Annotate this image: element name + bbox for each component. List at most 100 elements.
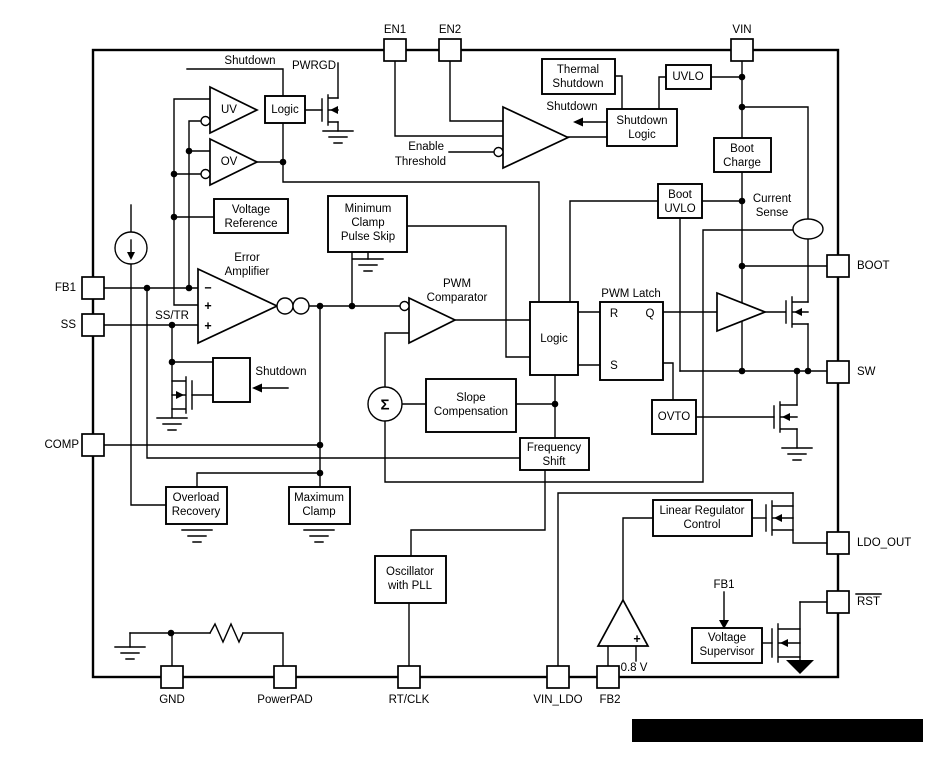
- pin-label-en2: EN2: [439, 24, 461, 36]
- latch-r-label: R: [610, 308, 618, 320]
- ss-shutdown-mosfet: [171, 376, 193, 414]
- block-uvlo: UVLO: [665, 64, 712, 90]
- ss-tr-label: SS/TR: [155, 310, 189, 322]
- svg-text:Recovery: Recovery: [172, 506, 221, 518]
- block-thermal-shutdown: Thermal Shutdown: [541, 58, 616, 95]
- ov-comparator-triangle: [209, 137, 259, 187]
- ov-label: OV: [221, 156, 238, 168]
- shutdown-ea-arrow-icon: [252, 383, 262, 393]
- pin-label-ldo-out: LDO_OUT: [857, 537, 911, 549]
- error-amplifier-line2: Amplifier: [225, 266, 270, 278]
- ov-invert-bubble: [200, 168, 211, 180]
- pin-powerpad: [273, 665, 297, 689]
- pin-rst: [826, 590, 850, 614]
- pin-fb1: [81, 276, 105, 300]
- enable-threshold-line2: Threshold: [395, 156, 446, 168]
- pin-label-boot: BOOT: [857, 260, 890, 272]
- svg-text:Frequency: Frequency: [527, 442, 582, 454]
- latch-s-label: S: [610, 360, 618, 372]
- junction-dots: [143, 73, 812, 637]
- pin-rt-clk: [397, 665, 421, 689]
- shutdown-driver-box: [212, 357, 251, 403]
- pin-fb2: [596, 665, 620, 689]
- pin-comp: [81, 433, 105, 457]
- block-linear-regulator-control: Linear Regulator Control: [652, 499, 753, 537]
- pwm-latch-title: PWM Latch: [601, 288, 660, 300]
- block-oscillator-with-pll: Oscillator with PLL: [374, 555, 447, 604]
- ea-plus-bot-sign: +: [204, 319, 211, 333]
- pin-label-gnd: GND: [159, 694, 185, 706]
- pin-sw: [826, 360, 850, 384]
- pin-label-en1: EN1: [384, 24, 406, 36]
- svg-text:Slope: Slope: [456, 392, 485, 404]
- svg-text:Minimum: Minimum: [345, 203, 392, 215]
- ea-output-circle-1: [276, 297, 294, 315]
- pin-label-comp: COMP: [45, 439, 80, 451]
- pwm-comparator-triangle: [408, 296, 457, 345]
- high-side-mosfet: [764, 296, 809, 328]
- pin-label-vin: VIN: [732, 24, 751, 36]
- pwm-latch: PWM Latch R Q S: [599, 288, 664, 381]
- shutdown-arrow-icon: [573, 117, 583, 127]
- block-ovto: OVTO: [651, 399, 697, 435]
- vref-0v8-label: 0.8 V: [621, 662, 648, 674]
- ground-pwrgd: [322, 130, 354, 144]
- enable-comparator-triangle: [502, 105, 571, 170]
- pin-en1: [383, 38, 407, 62]
- svg-text:Oscillator: Oscillator: [386, 566, 434, 578]
- resistor: [209, 622, 244, 644]
- ground-ss-shutdown: [156, 417, 188, 431]
- block-boot-charge: Boot Charge: [713, 137, 772, 173]
- block-minimum-clamp-pulse-skip: Minimum Clamp Pulse Skip: [327, 195, 408, 253]
- pin-label-vin-ldo: VIN_LDO: [533, 694, 582, 706]
- pins: [81, 38, 850, 689]
- pwrgd-label: PWRGD: [292, 60, 336, 72]
- fb1-supervisor-arrow-icon: [719, 620, 729, 629]
- shutdown-ea-label: Shutdown: [255, 366, 306, 378]
- ground-max-clamp: [303, 529, 335, 543]
- error-amplifier-triangle: [197, 267, 280, 345]
- svg-text:UVLO: UVLO: [672, 71, 703, 83]
- latch-q-label: Q: [646, 308, 655, 320]
- pwm-comparator-line1: PWM: [443, 278, 471, 290]
- net-labels: Shutdown PWRGD Shutdown Shutdown Enable …: [155, 55, 792, 674]
- svg-text:Logic: Logic: [628, 129, 656, 141]
- svg-text:Clamp: Clamp: [351, 217, 384, 229]
- current-sense-line2: Sense: [756, 207, 789, 219]
- amp-marks: UV OV − + + + Σ: [204, 104, 640, 646]
- ground-symbols: [114, 130, 814, 674]
- block-maximum-clamp: Maximum Clamp: [288, 486, 351, 525]
- pin-vin: [730, 38, 754, 62]
- ea-plus-mid-sign: +: [204, 299, 211, 313]
- fb1-supervisor-label: FB1: [713, 579, 734, 591]
- block-label: Logic: [271, 104, 299, 116]
- pin-gnd: [160, 665, 184, 689]
- svg-text:Maximum: Maximum: [294, 492, 344, 504]
- svg-text:Voltage: Voltage: [232, 204, 270, 216]
- svg-text:with PLL: with PLL: [387, 580, 433, 592]
- enable-threshold-line1: Enable: [408, 141, 444, 153]
- pin-labels: EN1 EN2 VIN FB1 SS COMP BOOT SW LDO_OUT …: [45, 24, 912, 706]
- svg-text:Logic: Logic: [540, 333, 568, 345]
- block-overload-recovery: Overload Recovery: [165, 486, 228, 525]
- svg-text:Shift: Shift: [542, 456, 566, 468]
- pin-en2: [438, 38, 462, 62]
- pwm-invert-bubble: [399, 300, 410, 312]
- summing-node-sigma: [367, 386, 403, 422]
- pwrgd-mosfet: [321, 94, 339, 126]
- ground-triangle-rst: [786, 660, 814, 674]
- pin-label-powerpad: PowerPAD: [257, 694, 312, 706]
- current-source: [114, 231, 148, 265]
- pin-label-fb1: FB1: [55, 282, 76, 294]
- block-shutdown-logic: Shutdown Logic: [606, 108, 678, 147]
- pin-label-rt-clk: RT/CLK: [389, 694, 430, 706]
- uv-invert-bubble: [200, 115, 211, 127]
- pin-ldo-out: [826, 531, 850, 555]
- svg-text:Clamp: Clamp: [302, 506, 335, 518]
- gate-driver-triangle: [716, 291, 768, 333]
- pin-ss: [81, 313, 105, 337]
- ldo-plus-sign: +: [633, 632, 640, 646]
- svg-text:Overload: Overload: [173, 492, 220, 504]
